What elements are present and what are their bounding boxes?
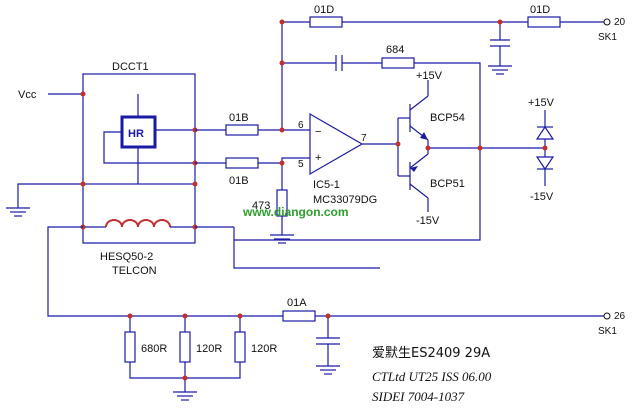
junction-node xyxy=(279,160,285,166)
transistor-collector xyxy=(409,183,429,199)
junction-node xyxy=(192,181,198,187)
diode-top xyxy=(535,125,555,140)
junction-node xyxy=(237,313,243,319)
resistor-680r xyxy=(124,331,136,363)
resistor-01b-top xyxy=(225,124,259,136)
opamp-ic5-1 xyxy=(309,112,364,176)
diode-bottom xyxy=(535,156,555,171)
resistor-680r-label: 680R xyxy=(141,343,167,355)
opamp-pin5-label: 5 xyxy=(298,159,304,170)
sensor-ground-wire xyxy=(17,183,83,208)
terminal-26-connector-label: SK1 xyxy=(598,326,617,337)
junction-node xyxy=(80,181,86,187)
terminal-20[interactable] xyxy=(603,18,611,26)
resistor-01d-left xyxy=(309,16,343,28)
coil-model-label: HESQ50-2 xyxy=(100,251,153,263)
coil-maker-label: TELCON xyxy=(112,265,157,277)
note-line-3: SIDEI 7004-1037 xyxy=(372,389,465,404)
resistor-01b-bottom-label: 01B xyxy=(229,175,249,187)
resistor-01d-right xyxy=(527,16,561,28)
opamp-plus-label: + xyxy=(315,152,321,164)
hall-element-label: HR xyxy=(128,128,144,140)
terminal-26-label: 26 xyxy=(614,311,626,322)
resistor-01a-label: 01A xyxy=(287,297,307,309)
junction-node xyxy=(127,313,133,319)
ground-symbol-bottom-right xyxy=(316,365,340,375)
opamp-minus-label: − xyxy=(315,126,321,138)
note-line-2: CTLtd UT25 ISS 06.00 xyxy=(372,369,492,384)
note-line-1: 爱默生ES2409 29A xyxy=(372,345,490,361)
diode-top-supply-label: +15V xyxy=(528,97,555,109)
emitter-arrow xyxy=(410,166,418,172)
transistor-bottom-label: BCP51 xyxy=(430,178,465,190)
ground-symbol-burden xyxy=(173,391,197,401)
resistor-01d-right-label: 01D xyxy=(530,4,550,16)
hall-ref-wire xyxy=(103,131,195,164)
opamp-pin7-label: 7 xyxy=(361,133,367,144)
feedback-return-wire xyxy=(233,62,481,269)
transistor-emitter xyxy=(409,153,429,169)
resistor-120r-a xyxy=(179,331,191,363)
emitter-arrow xyxy=(420,132,428,140)
resistor-01d-left-label: 01D xyxy=(314,4,334,16)
junction-node xyxy=(497,19,503,25)
junction-node xyxy=(182,313,188,319)
opamp-part-label: MC33079DG xyxy=(313,194,377,206)
opamp-name-label: IC5-1 xyxy=(313,179,340,191)
junction-node xyxy=(542,145,548,151)
terminal-26[interactable] xyxy=(603,312,611,320)
resistor-120r-a-label: 120R xyxy=(196,343,222,355)
terminal-20-label: 20 xyxy=(614,17,626,28)
junction-node xyxy=(425,145,431,151)
transistor-bottom-supply-label: -15V xyxy=(416,215,440,227)
junction-node xyxy=(477,145,483,151)
resistor-684 xyxy=(381,57,415,69)
ground-symbol-left xyxy=(6,207,30,217)
junction-node xyxy=(182,375,188,381)
ground-symbol-top-right xyxy=(488,65,512,75)
resistor-01b-bottom xyxy=(225,157,259,169)
junction-node xyxy=(279,127,285,133)
junction-node xyxy=(325,313,331,319)
coil-frame xyxy=(82,184,196,244)
diode-bottom-supply-label: -15V xyxy=(530,191,554,203)
resistor-684-label: 684 xyxy=(386,44,404,56)
resistor-120r-b xyxy=(234,331,246,363)
junction-node xyxy=(279,19,285,25)
ground-symbol-opamp xyxy=(270,234,294,244)
resistor-01b-top-label: 01B xyxy=(229,112,249,124)
transistor-collector xyxy=(409,95,429,111)
transistor-top-label: BCP54 xyxy=(430,112,465,124)
terminal-20-connector-label: SK1 xyxy=(598,32,617,43)
burden-wire xyxy=(47,226,283,317)
compensation-coil xyxy=(105,219,171,228)
resistor-01a xyxy=(282,310,316,322)
resistor-120r-b-label: 120R xyxy=(251,343,277,355)
vcc-label: Vcc xyxy=(18,89,37,101)
junction-node xyxy=(395,141,401,147)
opamp-pin6-label: 6 xyxy=(298,120,304,131)
watermark: www.diangon.com xyxy=(242,205,349,219)
junction-node xyxy=(279,60,285,66)
junction-node xyxy=(80,91,86,97)
dcct-label: DCCT1 xyxy=(112,61,149,73)
transistor-top-supply-label: +15V xyxy=(416,70,443,82)
resistor-473-label: 473 xyxy=(252,200,270,212)
